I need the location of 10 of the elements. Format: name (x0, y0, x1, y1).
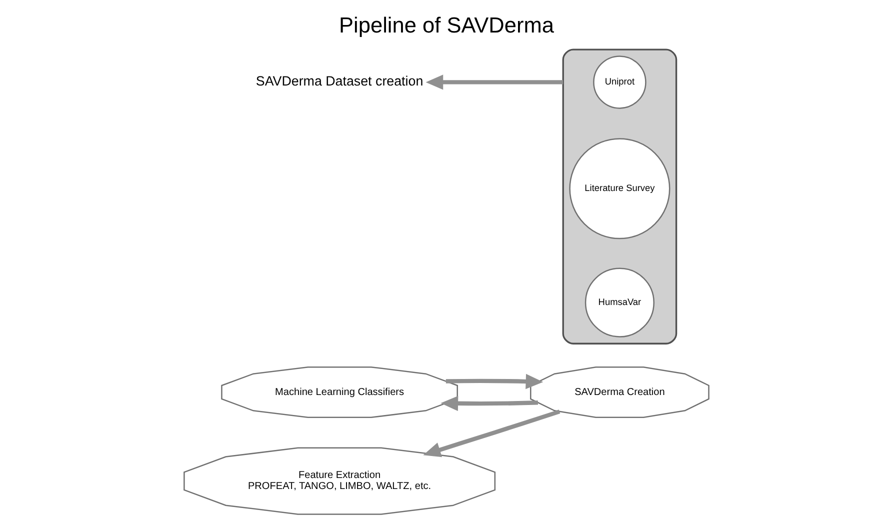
arrow (440, 396, 538, 412)
node-circle: HumsaVar (584, 268, 654, 338)
node-circle: Literature Survey (569, 138, 670, 240)
cluster (562, 48, 678, 344)
arrow (426, 74, 564, 90)
node-circle: Uniprot (593, 56, 646, 109)
arrow (446, 374, 544, 390)
diagram-title: Pipeline of SAVDerma (339, 12, 554, 38)
arrow (423, 410, 560, 458)
node-text: SAVDerma Dataset creation (256, 73, 424, 88)
